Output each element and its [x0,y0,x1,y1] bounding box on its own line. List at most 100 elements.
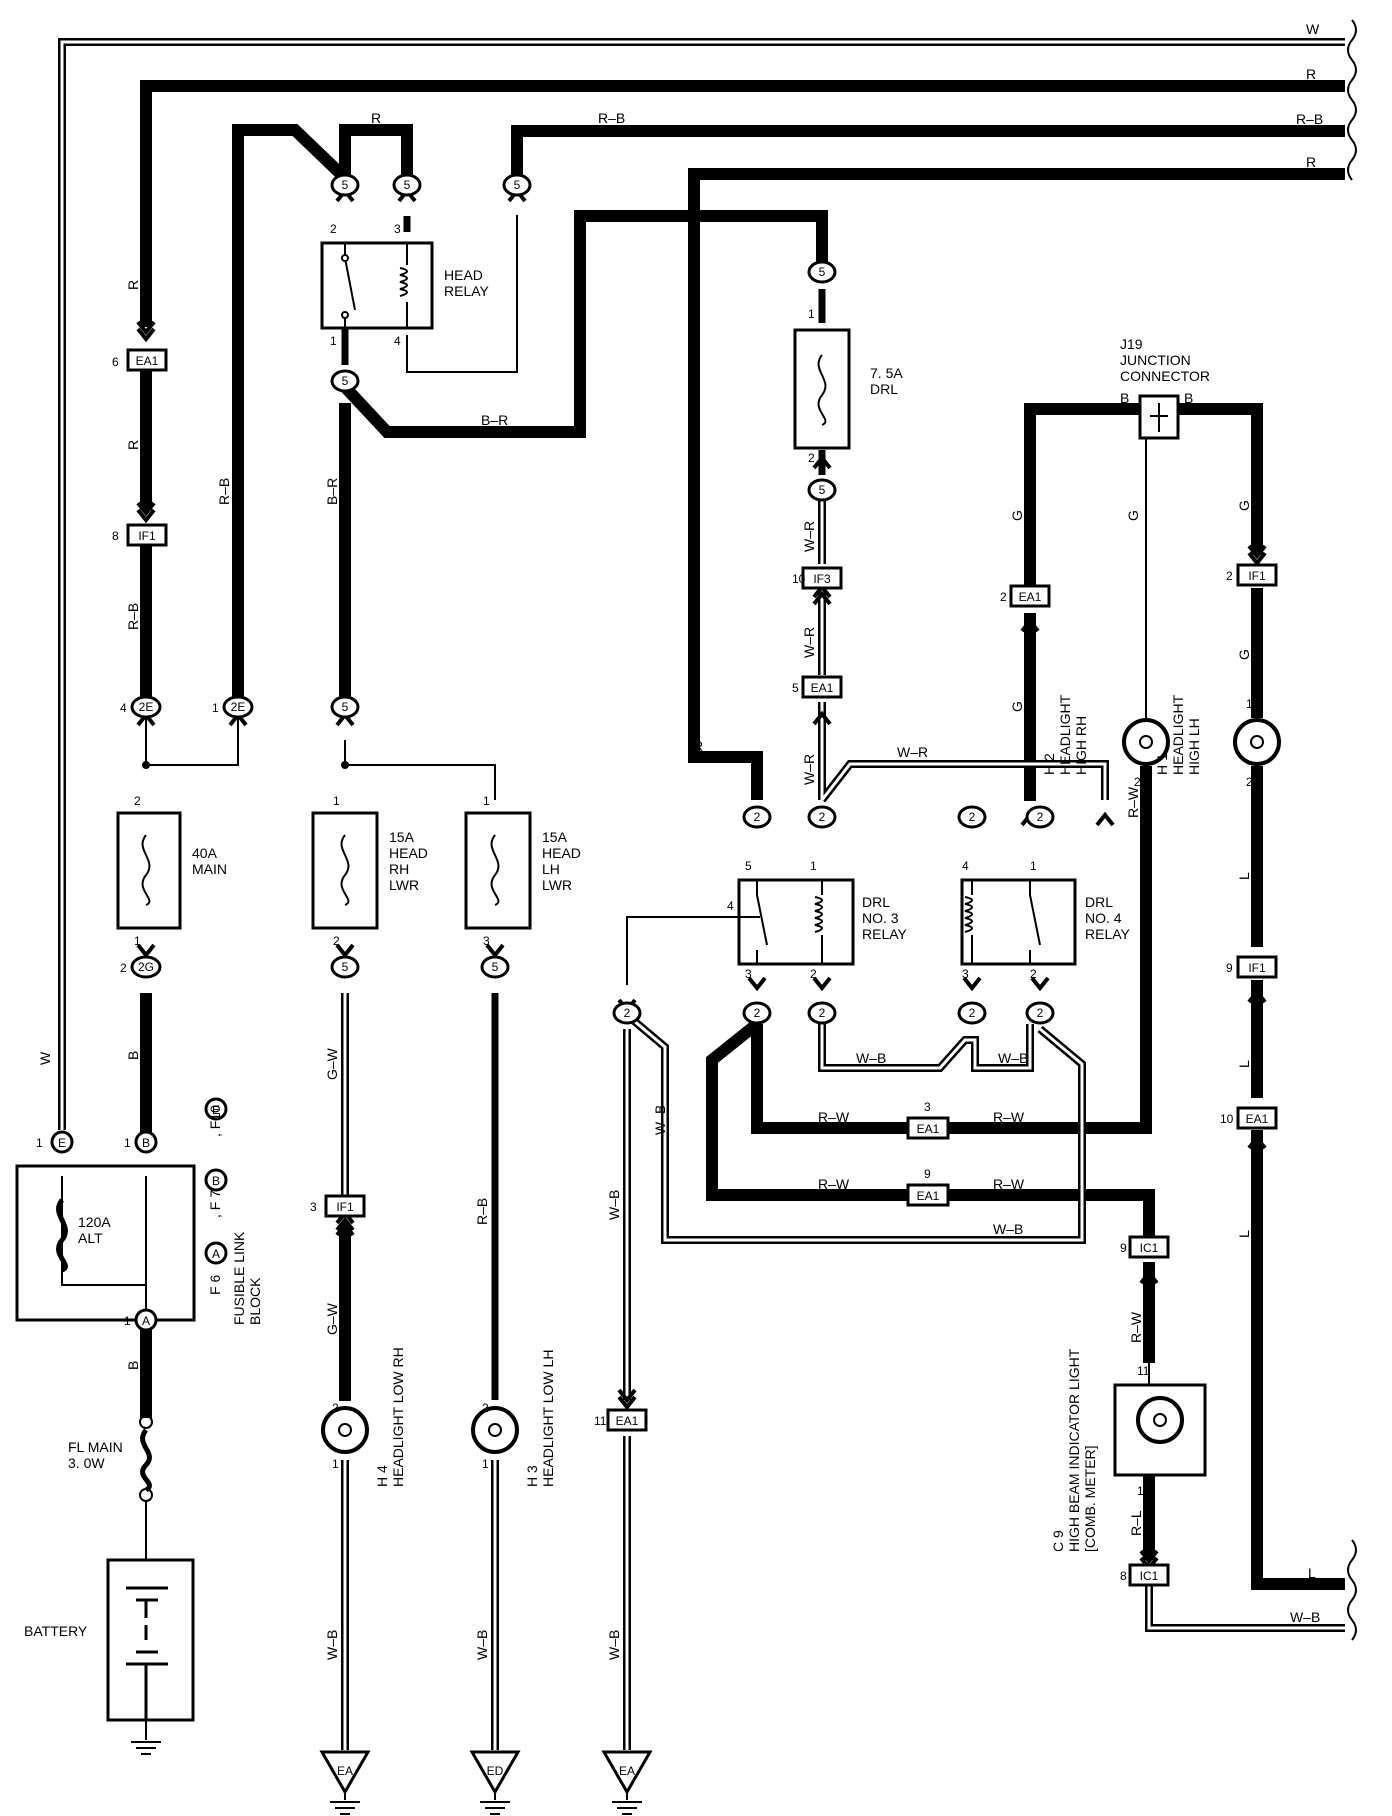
svg-text:3: 3 [483,934,490,948]
oval-connector-5: 5 [807,478,837,502]
svg-text:W: W [1306,21,1320,37]
svg-text:W–R: W–R [801,627,817,658]
svg-text:2G: 2G [138,960,154,974]
svg-text:9: 9 [1226,961,1233,975]
wire-relay-coil-4 [406,215,518,373]
svg-text:FUSIBLE LINK: FUSIBLE LINK [231,1231,247,1325]
component-internals [56,243,1168,1720]
wire-5-fuse-lwr [344,740,496,800]
svg-text:5: 5 [514,178,521,192]
svg-text:IF1: IF1 [1248,961,1266,975]
svg-text:G: G [1236,500,1252,511]
arrow-icon [1020,617,1040,633]
connector-if1: IF1 [126,523,168,547]
wire-g-lh [1166,403,1263,555]
pin-numbers: 2 3 1 4 1 2 6 8 4 1 10 5 2 2 1 2 2 9 10 … [36,222,1253,1583]
svg-text:W–B: W–B [1290,1609,1320,1625]
svg-text:R: R [1306,154,1316,170]
wire-drl3-pin4 [626,916,727,985]
svg-text:3: 3 [962,967,969,981]
svg-text:W–R: W–R [897,744,928,760]
connector-ea1: EA1 [1236,1106,1278,1130]
svg-text:2: 2 [1037,810,1044,824]
oval-connector-2e: 2E [222,695,254,719]
svg-text:2: 2 [754,810,761,824]
ground-icon [469,1750,521,1815]
svg-text:2: 2 [1226,569,1233,583]
connector-if1: IF1 [324,1194,366,1218]
wire-br-relay [340,210,828,438]
svg-text:120A: 120A [78,1214,111,1230]
svg-text:R–B: R–B [125,603,141,630]
svg-text:H 4: H 4 [374,1465,390,1487]
svg-text:IF3: IF3 [813,572,831,586]
svg-text:7. 5A: 7. 5A [870,365,903,381]
svg-text:DRL: DRL [870,381,898,397]
wire-g-rh [1024,403,1141,586]
arrow-icon [1247,544,1267,567]
svg-text:1: 1 [1030,859,1037,873]
wire-rw-drl3-ea1-9 [706,1019,908,1201]
svg-text:10: 10 [1220,1112,1234,1126]
svg-text:5: 5 [342,960,349,974]
svg-text:A: A [142,1314,150,1328]
svg-text:3: 3 [394,222,401,236]
svg-text:HEAD: HEAD [389,845,428,861]
svg-text:1: 1 [212,701,219,715]
svg-text:RELAY: RELAY [862,926,908,942]
svg-text:RELAY: RELAY [444,283,490,299]
svg-text:C 9: C 9 [1050,1530,1066,1552]
svg-text:G: G [1236,649,1252,660]
svg-text:E: E [212,1103,220,1117]
svg-text:1: 1 [332,1457,339,1471]
svg-text:W–B: W–B [993,1221,1023,1237]
battery-icon [126,1586,168,1720]
svg-text:2E: 2E [231,700,246,714]
wire-rb-top [511,125,1345,178]
outline-wires [58,38,1345,1750]
svg-text:HEADLIGHT LOW RH: HEADLIGHT LOW RH [390,1347,406,1487]
svg-text:EA1: EA1 [1019,590,1042,604]
oval-connector-5: 5 [330,173,360,197]
svg-text:LH: LH [542,861,560,877]
arrow-icon [136,320,156,343]
svg-text:NO. 3: NO. 3 [862,910,899,926]
oval-connector-2: 2 [612,1001,642,1025]
svg-text:R–W: R–W [993,1109,1025,1125]
svg-text:W–B: W–B [652,1105,668,1135]
svg-text:2: 2 [969,1006,976,1020]
svg-text:1: 1 [482,1457,489,1471]
svg-text:R–W: R–W [993,1176,1025,1192]
svg-text:2: 2 [333,934,340,948]
arrow-icon [962,976,982,992]
arrow-icon [1095,811,1115,827]
svg-text:H 1: H 1 [1154,753,1170,775]
svg-text:L: L [1236,1230,1252,1238]
svg-text:W–R: W–R [801,754,817,785]
svg-text:4: 4 [394,334,401,348]
oval-connector-5: 5 [330,369,360,393]
drl-fuse-box [793,328,851,450]
h4-bulb-icon [321,1406,369,1454]
ground-label-ea: EA [337,1764,353,1778]
svg-text:EA: EA [337,1764,353,1778]
svg-text:[COMB. METER]: [COMB. METER] [1082,1445,1098,1552]
svg-text:LWR: LWR [542,877,572,893]
fusible-link-block-label: F 6 , F 7 , F10 FUSIBLE LINK BLOCK [207,1105,263,1325]
svg-text:4: 4 [120,701,127,715]
wire-r-top [140,80,1345,327]
svg-text:2: 2 [1030,967,1037,981]
oval-connector-2: 2 [1025,805,1055,829]
thin-wires [145,215,1147,985]
svg-text:11: 11 [594,1414,607,1428]
oval-connector-5: 5 [480,955,510,979]
svg-text:HEADLIGHT: HEADLIGHT [1170,694,1186,775]
svg-text:MAIN: MAIN [192,861,227,877]
ground-label-ed: ED [487,1764,504,1778]
fuse-icon [340,834,350,906]
